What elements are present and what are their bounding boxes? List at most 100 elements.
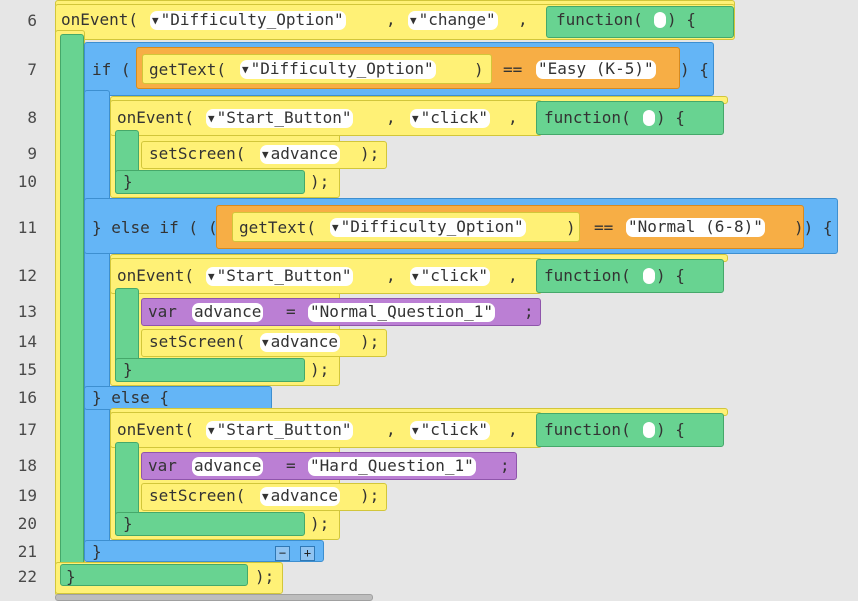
line-number: 16 [17, 388, 37, 407]
statement-close: ); [360, 332, 380, 351]
comma: , [508, 420, 518, 439]
line-number: 22 [17, 567, 37, 586]
dropdown-arrow-icon: ▼ [332, 221, 339, 234]
element-id-dropdown[interactable]: ▼"Difficulty_Option" [150, 11, 346, 30]
event-type-dropdown[interactable]: ▼"click" [410, 266, 491, 286]
string-literal[interactable]: "Hard_Question_1" [308, 456, 476, 476]
onevent-keyword: onEvent( [117, 420, 195, 439]
line-number: 7 [27, 60, 37, 79]
remove-else-button[interactable]: − [275, 546, 290, 561]
add-else-button[interactable]: + [300, 546, 315, 561]
variable-dropdown[interactable]: ▼advance [260, 333, 341, 352]
setscreen-keyword: setScreen( [149, 486, 246, 505]
equality-operator: == [503, 60, 523, 79]
dropdown-arrow-icon: ▼ [208, 112, 215, 125]
easy-function-block[interactable] [536, 101, 724, 135]
element-id-dropdown[interactable]: ▼"Difficulty_Option" [240, 60, 436, 79]
hard-function-block[interactable] [536, 413, 724, 447]
function-keyword: function( [544, 266, 631, 285]
variable-dropdown[interactable]: ▼advance [260, 144, 341, 164]
statement-close: ); [310, 514, 330, 533]
else-if-close: )) { [794, 218, 833, 237]
element-id-value: "Difficulty_Option" [160, 10, 344, 29]
comma: , [386, 108, 396, 127]
line-number-gutter: 6 7 8 9 10 11 12 13 14 15 16 17 18 19 20… [0, 0, 44, 601]
line-number: 14 [17, 332, 37, 351]
equality-operator: == [594, 218, 614, 237]
string-literal[interactable]: "Easy (K-5)" [536, 59, 656, 79]
normal-function-footer [115, 358, 305, 382]
statement-close: ); [310, 360, 330, 379]
function-close: } [123, 360, 133, 379]
line-number: 8 [27, 108, 37, 127]
string-literal[interactable]: "Normal (6-8)" [626, 217, 765, 237]
function-keyword: function( [556, 10, 643, 29]
semicolon: ; [524, 302, 534, 321]
assignment-operator: = [286, 302, 296, 321]
line-number: 13 [17, 302, 37, 321]
normal-function-block[interactable] [536, 259, 724, 293]
function-close: } [123, 172, 133, 191]
dropdown-arrow-icon: ▼ [412, 424, 419, 437]
dropdown-arrow-icon: ▼ [412, 270, 419, 283]
variable-value: advance [270, 144, 339, 163]
variable-dropdown[interactable]: ▼advance [260, 486, 341, 506]
element-id-dropdown[interactable]: ▼"Start_Button" [206, 267, 354, 286]
dropdown-arrow-icon: ▼ [410, 14, 417, 27]
open-paren: ( [208, 218, 218, 237]
gettext-keyword: getText( [149, 60, 227, 79]
outer-function-block[interactable] [546, 6, 734, 38]
event-type-value: "click" [420, 266, 489, 285]
onevent-keyword: onEvent( [117, 266, 195, 285]
var-keyword: var [148, 302, 177, 321]
line-number: 20 [17, 514, 37, 533]
statement-close: ); [310, 172, 330, 191]
line-number: 12 [17, 266, 37, 285]
line-number: 9 [27, 144, 37, 163]
element-id-dropdown[interactable]: ▼"Start_Button" [206, 109, 354, 128]
variable-name-field[interactable]: advance [192, 456, 264, 476]
else-if-keyword: } else if ( [92, 218, 198, 237]
else-header[interactable] [84, 386, 272, 410]
line-number: 6 [27, 11, 37, 30]
element-id-value: "Start_Button" [216, 420, 352, 439]
event-type-dropdown[interactable]: ▼"change" [408, 11, 498, 30]
if-block-spine [84, 90, 110, 560]
if-keyword: if ( [92, 60, 131, 79]
string-literal[interactable]: "Normal_Question_1" [308, 302, 496, 322]
outer-function-footer [60, 564, 248, 586]
comma: , [386, 420, 396, 439]
param-slot[interactable] [643, 268, 655, 284]
element-id-dropdown[interactable]: ▼"Difficulty_Option" [330, 218, 526, 237]
dropdown-arrow-icon: ▼ [242, 63, 249, 76]
if-block-footer [84, 540, 324, 562]
event-type-dropdown[interactable]: ▼"click" [410, 108, 491, 128]
statement-close: ); [360, 144, 380, 163]
setscreen-keyword: setScreen( [149, 144, 246, 163]
comma: , [508, 108, 518, 127]
param-slot[interactable] [643, 110, 655, 126]
event-type-dropdown[interactable]: ▼"click" [410, 420, 491, 440]
event-type-value: "click" [420, 420, 489, 439]
function-close: } [66, 567, 76, 586]
param-slot[interactable] [654, 12, 666, 28]
semicolon: ; [500, 456, 510, 475]
element-id-dropdown[interactable]: ▼"Start_Button" [206, 420, 354, 440]
dropdown-arrow-icon: ▼ [262, 490, 269, 503]
param-slot[interactable] [643, 422, 655, 438]
element-id-value: "Difficulty_Option" [340, 217, 524, 236]
variable-name-field[interactable]: advance [192, 302, 264, 322]
onevent-keyword: onEvent( [117, 108, 195, 127]
variable-value: advance [270, 486, 339, 505]
function-open: ) { [656, 266, 685, 285]
function-close: } [123, 514, 133, 533]
function-keyword: function( [544, 420, 631, 439]
next-block-stub[interactable] [55, 594, 373, 601]
easy-function-footer [115, 170, 305, 194]
comma: , [386, 10, 396, 29]
line-number: 18 [17, 456, 37, 475]
event-type-value: "click" [420, 108, 489, 127]
line-number: 19 [17, 486, 37, 505]
function-keyword: function( [544, 108, 631, 127]
hard-function-footer [115, 512, 305, 536]
